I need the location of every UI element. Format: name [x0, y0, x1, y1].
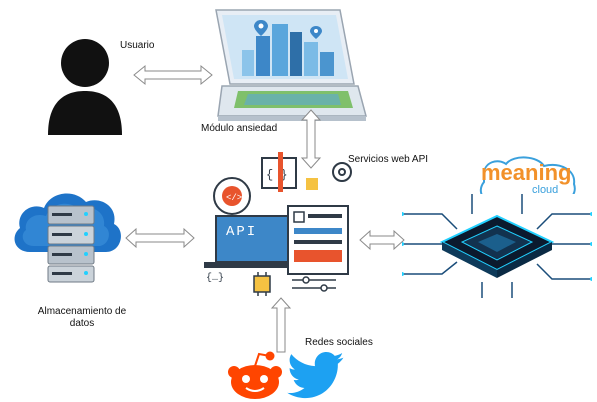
user-label: Usuario [120, 40, 155, 51]
arrow-module-api [300, 108, 322, 170]
svg-text:{…}: {…} [206, 272, 224, 284]
api-settings-icon: </> { } {…} [196, 150, 360, 298]
arrow-storage-api [124, 227, 196, 249]
laptop-city-icon [198, 6, 368, 124]
module-label: Módulo ansiedad [201, 123, 278, 134]
circuit-chip-icon [402, 194, 592, 298]
api-screen-text: API [226, 224, 258, 240]
arrow-social-api [270, 296, 292, 354]
storage-label-line1: Almacenamiento de [37, 306, 127, 317]
storage-label-line2: datos [69, 318, 95, 329]
arrow-user-module [132, 64, 214, 86]
storage-label: Almacenamiento de datos [22, 306, 142, 330]
api-services-label: Servicios web API [348, 154, 429, 165]
arrow-api-meaningcloud [358, 229, 406, 251]
svg-text:</>: </> [226, 193, 242, 203]
twitter-icon [286, 352, 346, 400]
social-label: Redes sociales [305, 337, 373, 348]
svg-text:{ }: { } [266, 168, 288, 182]
brand-name: meaning [481, 160, 572, 185]
brand-sub: cloud [532, 184, 559, 196]
cloud-database-icon [8, 182, 126, 286]
user-silhouette-icon [40, 35, 130, 135]
reddit-icon [222, 350, 288, 402]
